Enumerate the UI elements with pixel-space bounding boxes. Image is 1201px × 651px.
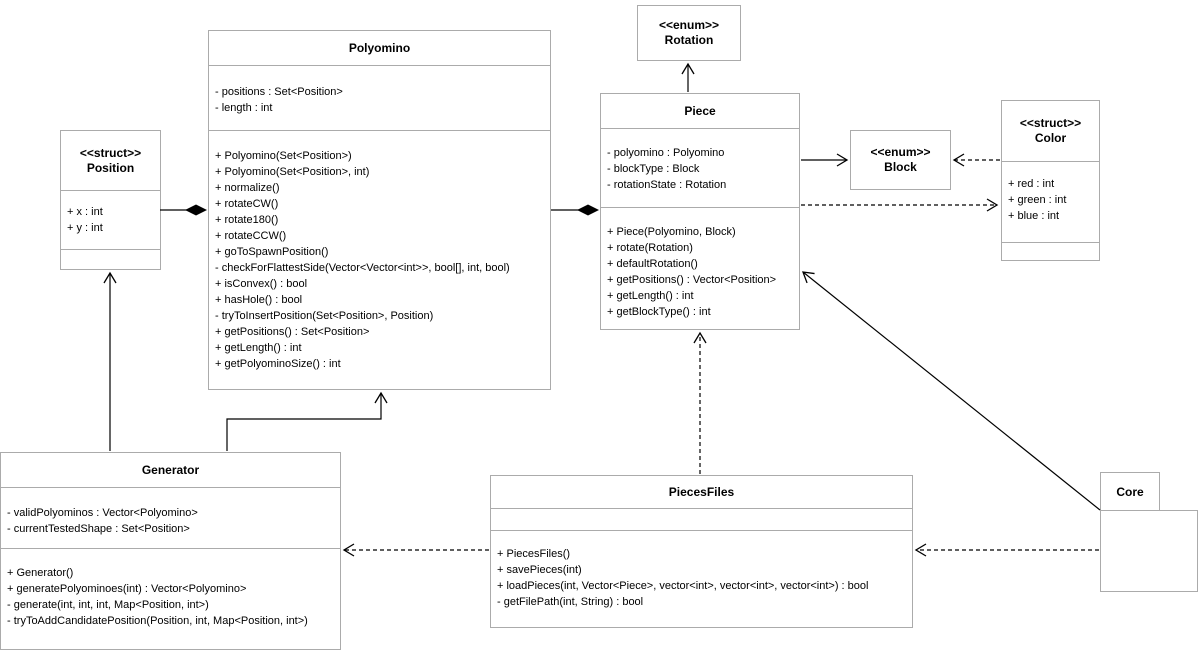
stereotype-label: <<enum>> — [870, 145, 931, 159]
stereotype-label: <<struct>> — [1019, 116, 1082, 130]
composition-diamond-polyomino — [185, 204, 207, 216]
member-row: + loadPieces(int, Vector<Piece>, vector<… — [497, 580, 869, 592]
attributes-compartment: - validPolyominos : Vector<Polyomino> - c… — [1, 488, 340, 549]
attributes-compartment: - positions : Set<Position> - length : in… — [209, 66, 550, 131]
member-row: + green : int — [1008, 194, 1067, 206]
member-row: - validPolyominos : Vector<Polyomino> — [7, 507, 198, 519]
class-box-piecesfiles[interactable]: PiecesFiles + PiecesFiles() + savePieces(… — [490, 475, 913, 628]
member-row: + getLength() : int — [607, 290, 694, 302]
class-box-piece[interactable]: Piece - polyomino : Polyomino - blockType… — [600, 93, 800, 330]
attributes-compartment: + red : int + green : int + blue : int — [1002, 162, 1099, 243]
member-row: + rotateCCW() — [215, 230, 287, 242]
member-row: + getPositions() : Vector<Position> — [607, 274, 777, 286]
member-row: + y : int — [67, 222, 103, 234]
member-row: - generate(int, int, int, Map<Position, … — [7, 599, 209, 611]
member-row: + blue : int — [1008, 210, 1060, 222]
class-header-piecesfiles: PiecesFiles — [491, 476, 912, 509]
member-row: + Piece(Polyomino, Block) — [607, 226, 736, 238]
stereotype-label: <<struct>> — [79, 145, 142, 160]
member-row: + defaultRotation() — [607, 258, 698, 270]
member-row: + savePieces(int) — [497, 564, 582, 576]
member-row: + getPolyominoSize() : int — [215, 358, 341, 370]
methods-compartment-empty — [61, 250, 160, 269]
member-row: + isConvex() : bool — [215, 278, 308, 290]
member-row: + x : int — [67, 206, 103, 218]
class-name: Generator — [141, 462, 200, 477]
member-row: + getPositions() : Set<Position> — [215, 326, 370, 338]
member-row: - getFilePath(int, String) : bool — [497, 596, 644, 608]
member-row: + normalize() — [215, 182, 280, 194]
class-name: Polyomino — [348, 40, 411, 55]
member-row: + Polyomino(Set<Position>) — [215, 150, 352, 162]
member-row: + generatePolyominoes(int) : Vector<Poly… — [7, 583, 247, 595]
composition-diamond-piece — [577, 204, 599, 216]
attributes-compartment: + x : int + y : int — [61, 191, 160, 250]
class-box-position[interactable]: <<struct>> Position + x : int + y : int — [60, 130, 161, 270]
class-name: PiecesFiles — [668, 484, 735, 499]
member-row: - polyomino : Polyomino — [607, 147, 725, 159]
class-box-block[interactable]: <<enum>> Block — [850, 130, 951, 190]
member-row: - blockType : Block — [607, 163, 700, 175]
stereotype-label: <<enum>> — [658, 18, 720, 32]
member-row: + rotateCW() — [215, 198, 279, 210]
class-header-rotation: <<enum>> Rotation — [638, 6, 740, 60]
package-core-tab[interactable]: Core — [1100, 472, 1160, 511]
member-row: + goToSpawnPosition() — [215, 246, 329, 258]
member-row: + getBlockType() : int — [607, 306, 711, 318]
member-row: - positions : Set<Position> — [215, 86, 343, 98]
member-row: + Generator() — [7, 567, 74, 579]
package-name: Core — [1116, 484, 1144, 499]
member-row: + red : int — [1008, 178, 1055, 190]
class-header-polyomino: Polyomino — [209, 31, 550, 66]
class-header-generator: Generator — [1, 453, 340, 488]
methods-compartment: + Generator() + generatePolyominoes(int) … — [1, 549, 340, 649]
class-header-position: <<struct>> Position — [61, 131, 160, 191]
attributes-compartment: - polyomino : Polyomino - blockType : Blo… — [601, 129, 799, 208]
member-row: + PiecesFiles() — [497, 548, 571, 560]
member-row: + getLength() : int — [215, 342, 302, 354]
class-name: Color — [1034, 131, 1067, 145]
class-name: Block — [884, 160, 917, 174]
methods-compartment: + Piece(Polyomino, Block) + rotate(Rotati… — [601, 208, 799, 329]
member-row: - currentTestedShape : Set<Position> — [7, 523, 190, 535]
member-row: + rotate180() — [215, 214, 279, 226]
member-row: + hasHole() : bool — [215, 294, 303, 306]
member-row: + rotate(Rotation) — [607, 242, 693, 254]
class-box-rotation[interactable]: <<enum>> Rotation — [637, 5, 741, 61]
class-name: Piece — [684, 103, 716, 118]
class-header-color: <<struct>> Color — [1002, 101, 1099, 162]
class-box-color[interactable]: <<struct>> Color + red : int + green : in… — [1001, 100, 1100, 261]
class-header-block: <<enum>> Block — [851, 131, 950, 189]
package-core-body[interactable] — [1100, 510, 1198, 592]
class-box-generator[interactable]: Generator - validPolyominos : Vector<Pol… — [0, 452, 341, 650]
member-row: - checkForFlattestSide(Vector<Vector<int… — [215, 262, 510, 274]
member-row: - rotationState : Rotation — [607, 179, 727, 191]
class-name: Position — [86, 160, 135, 175]
methods-compartment: + PiecesFiles() + savePieces(int) + loadPi… — [491, 531, 912, 627]
class-box-polyomino[interactable]: Polyomino - positions : Set<Position> - l… — [208, 30, 551, 390]
member-row: - tryToAddCandidatePosition(Position, in… — [7, 615, 308, 627]
class-header-piece: Piece — [601, 94, 799, 129]
class-name: Rotation — [664, 33, 714, 47]
member-row: + Polyomino(Set<Position>, int) — [215, 166, 370, 178]
methods-compartment-empty — [1002, 243, 1099, 260]
methods-compartment: + Polyomino(Set<Position>) + Polyomino(Se… — [209, 131, 550, 389]
member-row: - length : int — [215, 102, 273, 114]
attributes-compartment-empty — [491, 509, 912, 531]
member-row: - tryToInsertPosition(Set<Position>, Pos… — [215, 310, 434, 322]
association-generator-polyomino-line — [226, 391, 388, 451]
